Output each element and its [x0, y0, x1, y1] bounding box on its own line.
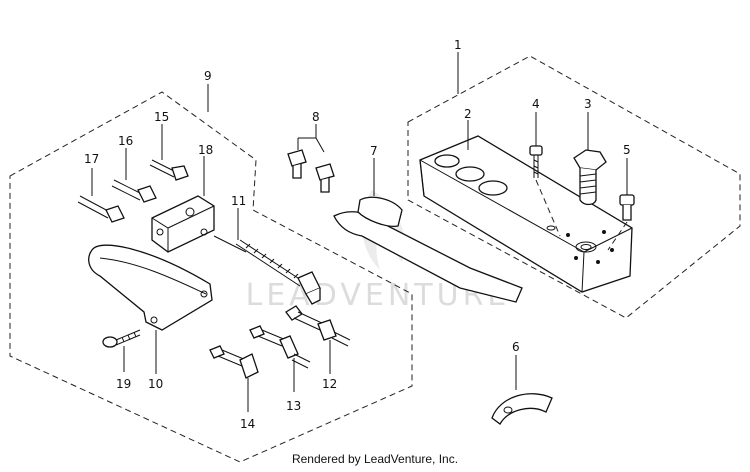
part-16-stud [111, 148, 157, 203]
part-19-screw [102, 329, 141, 372]
part-17-stud [77, 168, 125, 223]
part-12-pin [285, 305, 351, 374]
callout-5: 5 [623, 143, 631, 157]
callout-13: 13 [286, 399, 301, 413]
callout-14: 14 [240, 417, 255, 431]
callout-18: 18 [198, 143, 213, 157]
callout-11: 11 [231, 194, 246, 208]
callout-2: 2 [464, 107, 472, 121]
callout-1: 1 [454, 38, 462, 52]
group-1-boundary [407, 55, 741, 319]
part-10-bracket [88, 244, 213, 374]
group-9-boundary [9, 91, 413, 463]
callout-8: 8 [312, 110, 320, 124]
callout-17: 17 [84, 152, 99, 166]
part-3-hex-bolt [573, 112, 607, 206]
callout-15: 15 [154, 110, 169, 124]
callout-7: 7 [370, 144, 378, 158]
callout-9: 9 [204, 69, 212, 83]
callout-19: 19 [116, 377, 131, 391]
callout-3: 3 [584, 97, 592, 111]
part-7-flat-bar [333, 158, 523, 303]
part-15-stud [149, 124, 189, 181]
callout-10: 10 [148, 377, 163, 391]
callout-12: 12 [322, 377, 337, 391]
part-18-block [151, 156, 215, 253]
callout-6: 6 [512, 340, 520, 354]
part-13-pin [249, 325, 311, 392]
callout-16: 16 [118, 134, 133, 148]
callout-4: 4 [532, 97, 540, 111]
part-5-screw [607, 158, 635, 251]
part-14-pin [209, 345, 259, 412]
render-credit: Rendered by LeadVenture, Inc. [291, 452, 459, 466]
part-11-threaded-rod [213, 208, 321, 305]
part-6-bearing-half [491, 355, 553, 425]
part-4-screw [529, 112, 561, 237]
part-8-pins [287, 124, 335, 193]
part-2-plate [419, 135, 633, 293]
